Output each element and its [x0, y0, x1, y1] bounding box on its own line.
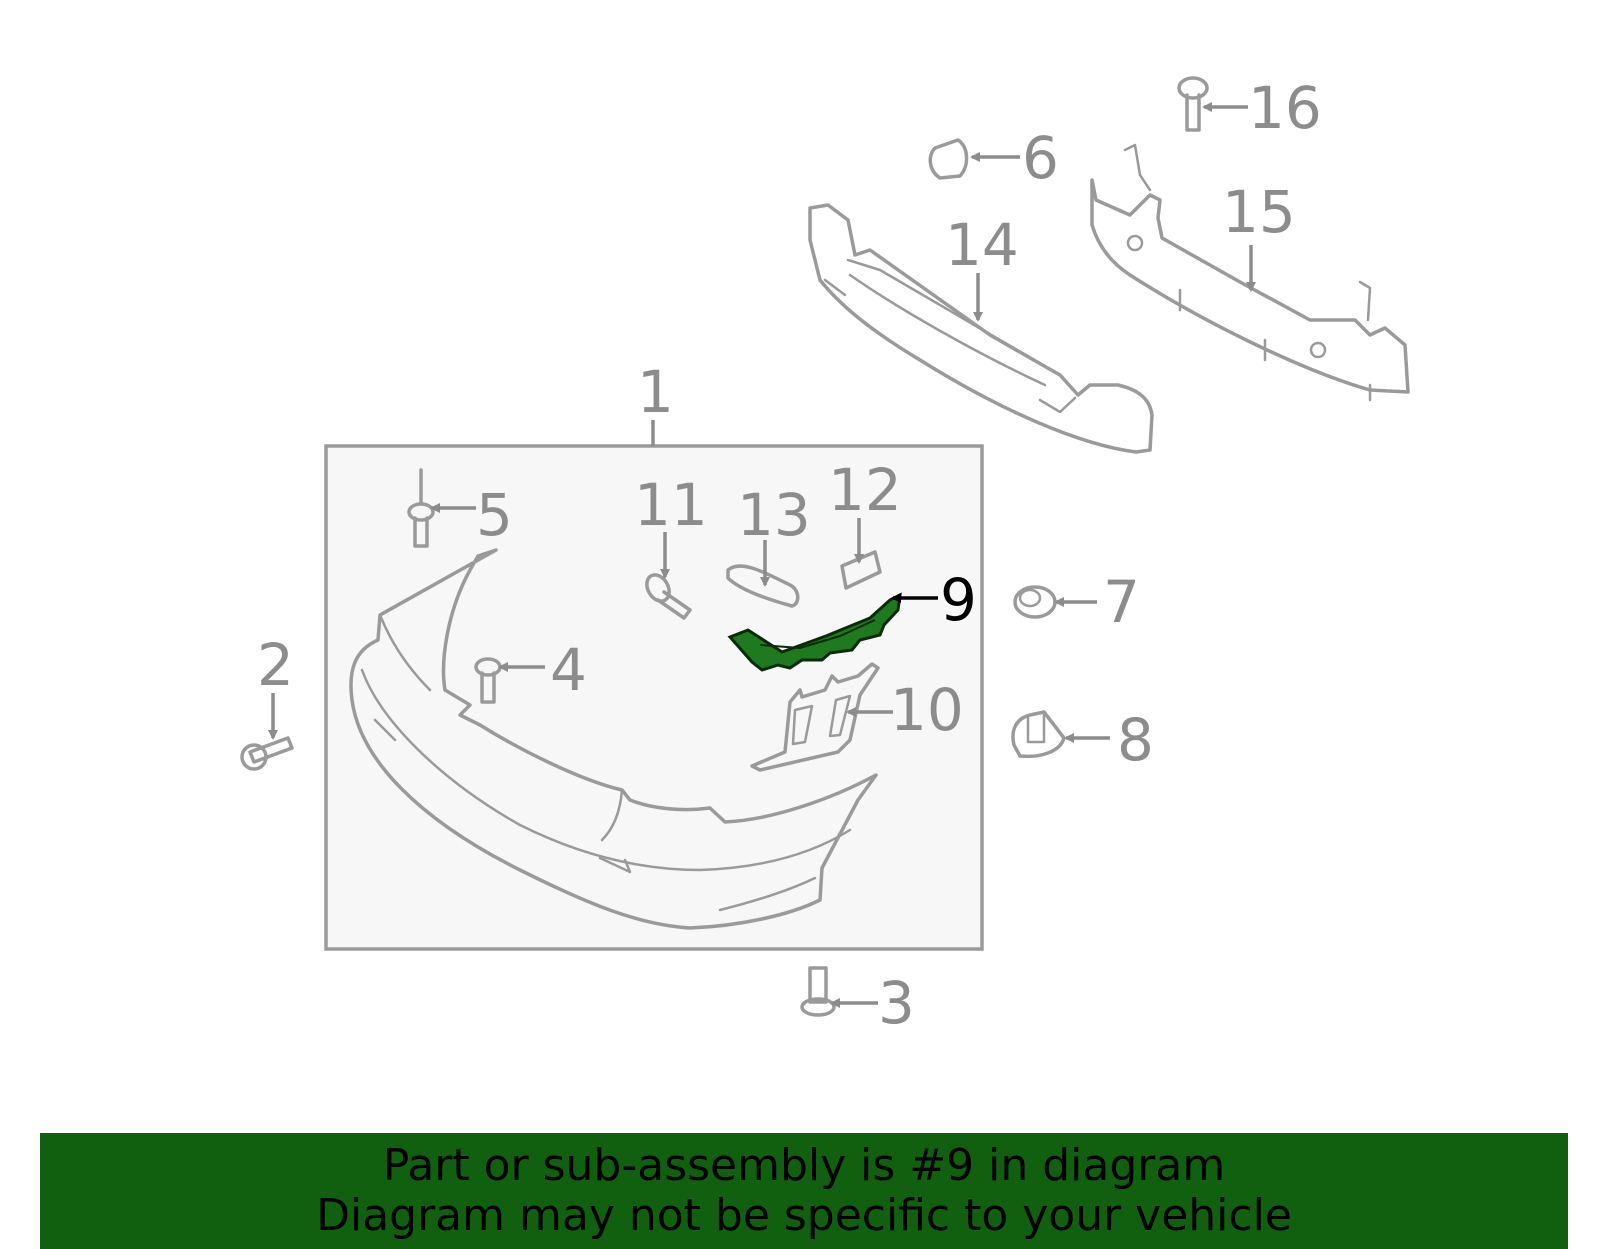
callout-13-label: 13 — [737, 481, 811, 549]
callout-3-label: 3 — [878, 969, 915, 1037]
callout-4-label: 4 — [550, 636, 587, 704]
callout-1-label: 1 — [637, 358, 674, 426]
callout-8-label: 8 — [1117, 706, 1154, 774]
callout-11-label: 11 — [634, 471, 708, 539]
callout-10-label: 10 — [890, 676, 964, 744]
banner-line-2: Diagram may not be specific to your vehi… — [316, 1190, 1292, 1241]
part-13-strip — [726, 564, 800, 608]
callout-9-label: 9 — [940, 566, 977, 634]
part-10-bracket — [750, 662, 880, 772]
part-16-bolt — [1177, 76, 1209, 132]
part-8-clip — [1011, 710, 1066, 759]
part-6-grommet — [928, 138, 969, 180]
part-7-nut — [1013, 585, 1057, 619]
part-2-screw — [240, 736, 294, 771]
callout-15-label: 15 — [1222, 178, 1296, 246]
part-14-absorber — [808, 203, 1154, 454]
callout-7-label: 7 — [1103, 568, 1140, 636]
banner-line-1: Part or sub-assembly is #9 in diagram — [382, 1140, 1226, 1191]
part-3-screw — [800, 966, 836, 1017]
callout-6-label: 6 — [1022, 124, 1059, 192]
callout-12-label: 12 — [828, 456, 902, 524]
part-15-reinforcement — [1090, 143, 1410, 402]
callout-14-label: 14 — [945, 211, 1019, 279]
callout-16-label: 16 — [1248, 74, 1322, 142]
part-11-screw — [645, 573, 692, 620]
info-banner: Part or sub-assembly is #9 in diagram Di… — [40, 1133, 1568, 1249]
callout-2-label: 2 — [257, 631, 294, 699]
part-12-pad — [840, 550, 882, 590]
bumper-cover — [349, 548, 878, 930]
bumper-assembly-box — [324, 444, 984, 951]
callout-5-label: 5 — [476, 481, 513, 549]
part-9-bracket — [727, 592, 902, 672]
